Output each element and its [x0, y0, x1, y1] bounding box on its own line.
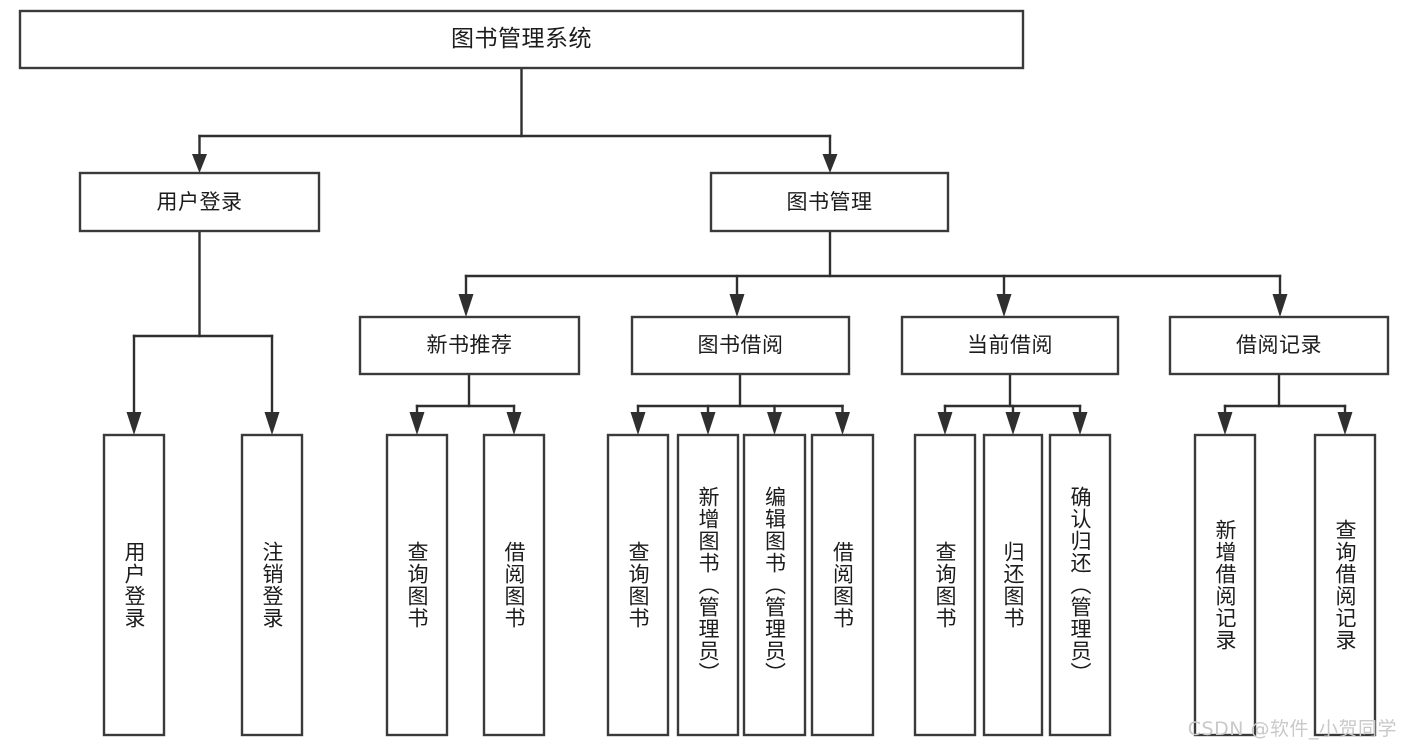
node-box-leaf-borrow-book-1[interactable]	[482, 433, 546, 737]
arrow-bm-to-borrow-record	[1272, 294, 1288, 317]
node-box-leaf-edit-book[interactable]	[742, 433, 807, 737]
arrow-cb-to-return-book	[1005, 412, 1021, 435]
node-box-leaf-add-book[interactable]	[676, 433, 740, 737]
arrow-bb-to-add-book	[700, 412, 716, 435]
arrow-nbr-to-query-book	[409, 412, 425, 435]
edge-group-book-manage	[458, 229, 1288, 317]
node-box-leaf-user-login[interactable]	[102, 433, 166, 737]
arrow-ul-to-leaf-user-logout	[264, 412, 280, 435]
arrow-cb-to-query-book	[937, 412, 953, 435]
node-box-current-borrow[interactable]	[900, 315, 1120, 376]
edge-group-root	[192, 66, 838, 173]
arrow-root-to-user-login	[192, 154, 207, 173]
node-box-leaf-confirm-return[interactable]	[1048, 433, 1112, 737]
arrow-cb-to-confirm-return	[1072, 412, 1088, 435]
arrow-bb-to-edit-book	[767, 412, 782, 435]
arrow-nbr-to-borrow-book	[506, 412, 522, 435]
arrow-ul-to-leaf-user-login	[126, 412, 142, 435]
arrow-br-to-add-record	[1217, 412, 1233, 435]
node-box-leaf-query-book-3[interactable]	[913, 433, 977, 737]
arrow-br-to-query-record	[1337, 412, 1353, 435]
node-box-leaf-query-record[interactable]	[1313, 433, 1377, 737]
node-box-book-borrow[interactable]	[630, 315, 851, 376]
node-box-leaf-add-record[interactable]	[1193, 433, 1257, 737]
watermark-text: CSDN @软件_小贺同学	[1187, 718, 1397, 740]
edge-group-current-borrow	[937, 372, 1088, 435]
node-box-root[interactable]	[18, 9, 1025, 70]
edge-group-book-borrow	[630, 372, 850, 435]
node-box-user-login[interactable]	[78, 171, 321, 233]
node-box-book-manage[interactable]	[709, 171, 950, 233]
node-box-leaf-return-book[interactable]	[982, 433, 1044, 737]
node-box-leaf-query-book-2[interactable]	[606, 433, 670, 737]
arrow-root-to-book-manage	[822, 154, 838, 173]
arrow-bm-to-new-book-rec	[458, 294, 474, 317]
node-box-leaf-borrow-book-2[interactable]	[810, 433, 875, 737]
edge-group-user-login	[126, 229, 280, 435]
node-box-leaf-user-logout[interactable]	[240, 433, 304, 737]
edge-group-new-book-rec	[409, 372, 522, 435]
arrow-bm-to-book-borrow	[729, 294, 745, 317]
arrow-bb-to-borrow-book	[835, 412, 850, 435]
node-box-leaf-query-book-1[interactable]	[385, 433, 449, 737]
arrow-bb-to-query-book	[630, 412, 646, 435]
node-box-new-book-rec[interactable]	[358, 315, 581, 376]
node-box-borrow-record[interactable]	[1168, 315, 1390, 376]
edge-group-borrow-record	[1217, 372, 1353, 435]
arrow-bm-to-current-borrow	[996, 294, 1012, 317]
